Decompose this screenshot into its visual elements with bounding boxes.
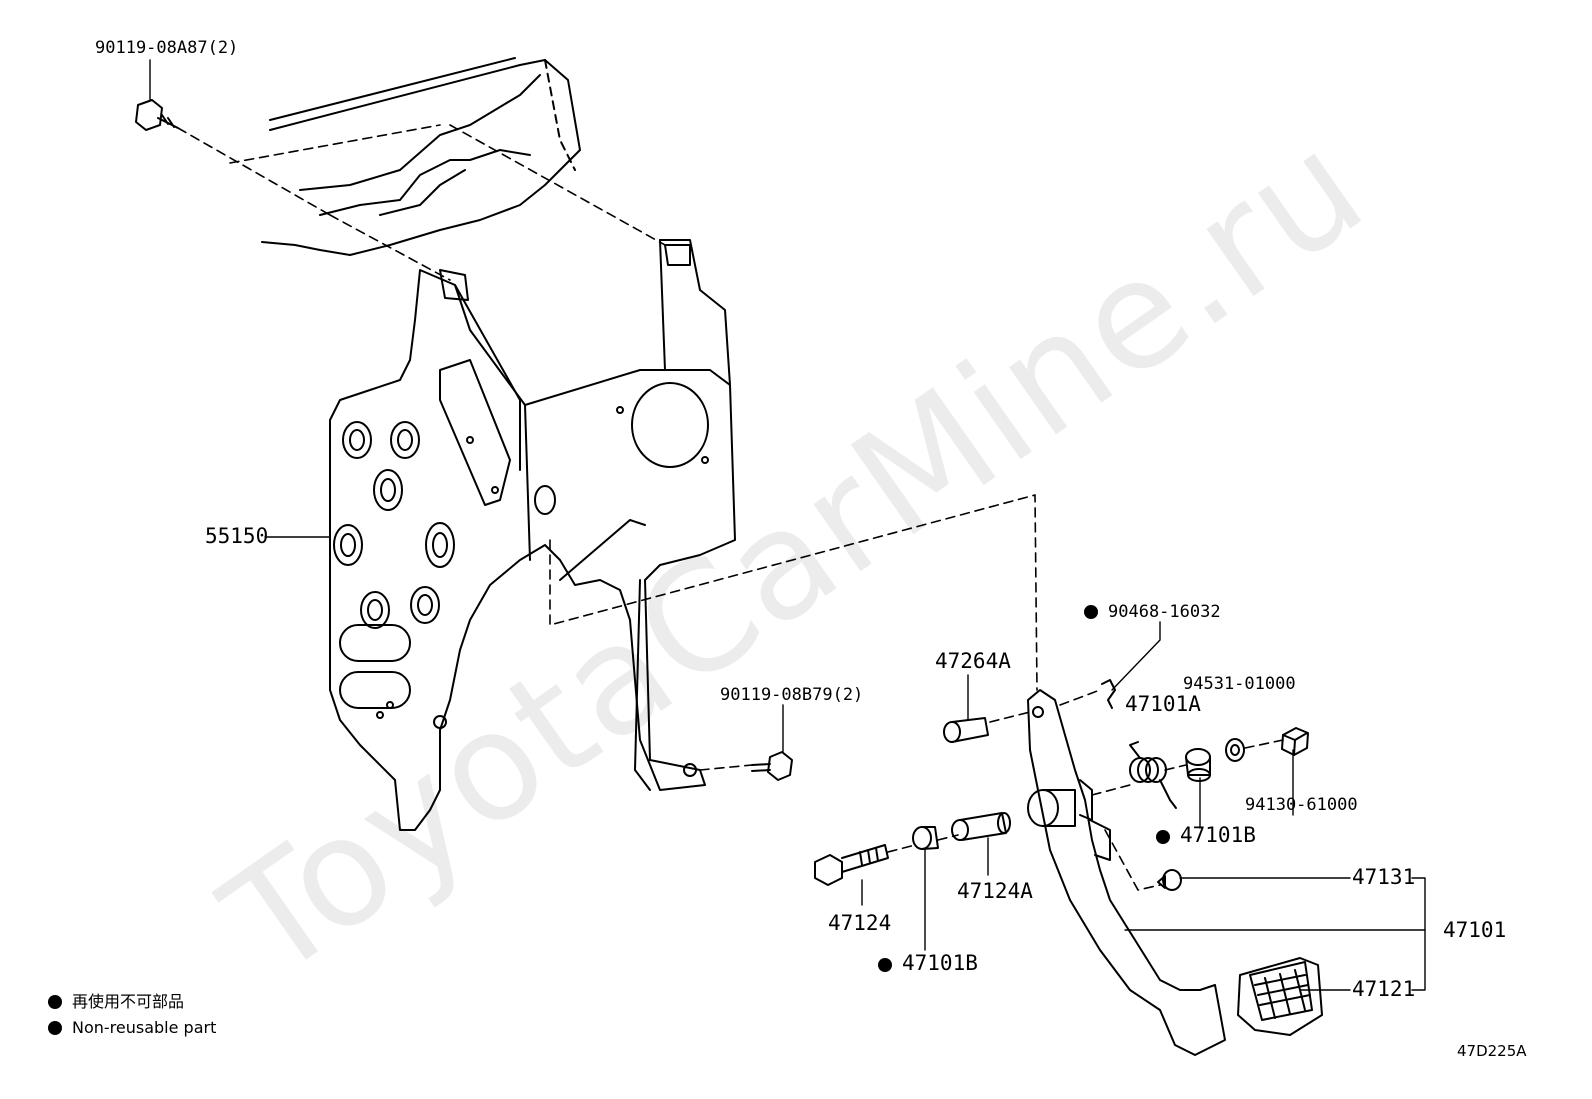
diagram-code: 47D225A	[1457, 1042, 1527, 1060]
label-bolt-top: 90119-08A87(2)	[95, 38, 239, 58]
bolt-mid	[751, 751, 793, 781]
clip	[1101, 679, 1116, 709]
bushing-left	[912, 826, 939, 850]
label-pivot-bolt: 47124	[828, 911, 892, 935]
bushing-right	[1185, 748, 1211, 782]
label-nonreuse-clip: 90468-16032	[1084, 604, 1221, 621]
label-collar: 47124A	[957, 879, 1033, 903]
label-nut: 94130-61000	[1245, 795, 1358, 815]
pivot-bolt	[814, 844, 889, 886]
label-clip-part: 94531-01000	[1183, 674, 1296, 694]
label-bolt-mid: 90119-08B79(2)	[720, 685, 864, 705]
dash-insulator	[261, 57, 581, 256]
pin	[943, 717, 989, 743]
label-stopper: 47131	[1352, 865, 1416, 889]
legend-item-en: Non-reusable part	[48, 1020, 216, 1036]
collar	[951, 812, 1011, 841]
return-spring	[1129, 741, 1177, 809]
nonreuse-marker	[878, 958, 892, 972]
nut	[1281, 727, 1309, 756]
assembly-lines	[177, 124, 1284, 891]
pedal-pad	[1237, 957, 1323, 1036]
stopper	[1157, 869, 1182, 891]
pedal-bracket	[329, 239, 736, 831]
nonreuse-marker	[1156, 830, 1170, 844]
leader-lines	[149, 59, 1426, 991]
nonreuse-marker	[48, 995, 62, 1009]
nonreuse-marker	[1084, 605, 1098, 619]
label-bushing-a: 47101A	[1125, 692, 1201, 716]
label-pedal-assy: 47101	[1443, 918, 1507, 942]
label-bushing-b-right: 47101B	[1156, 825, 1256, 846]
label-bushing-b-left: 47101B	[878, 953, 978, 974]
nonreuse-marker	[48, 1021, 62, 1035]
label-pin: 47264A	[935, 649, 1011, 673]
brake-pedal-arm	[1027, 689, 1226, 1056]
label-pad: 47121	[1352, 977, 1416, 1001]
washer	[1225, 738, 1245, 762]
legend-item-jp: 再使用不可部品	[48, 994, 184, 1010]
bolt-top	[135, 99, 179, 131]
label-bracket: 55150	[205, 524, 269, 548]
